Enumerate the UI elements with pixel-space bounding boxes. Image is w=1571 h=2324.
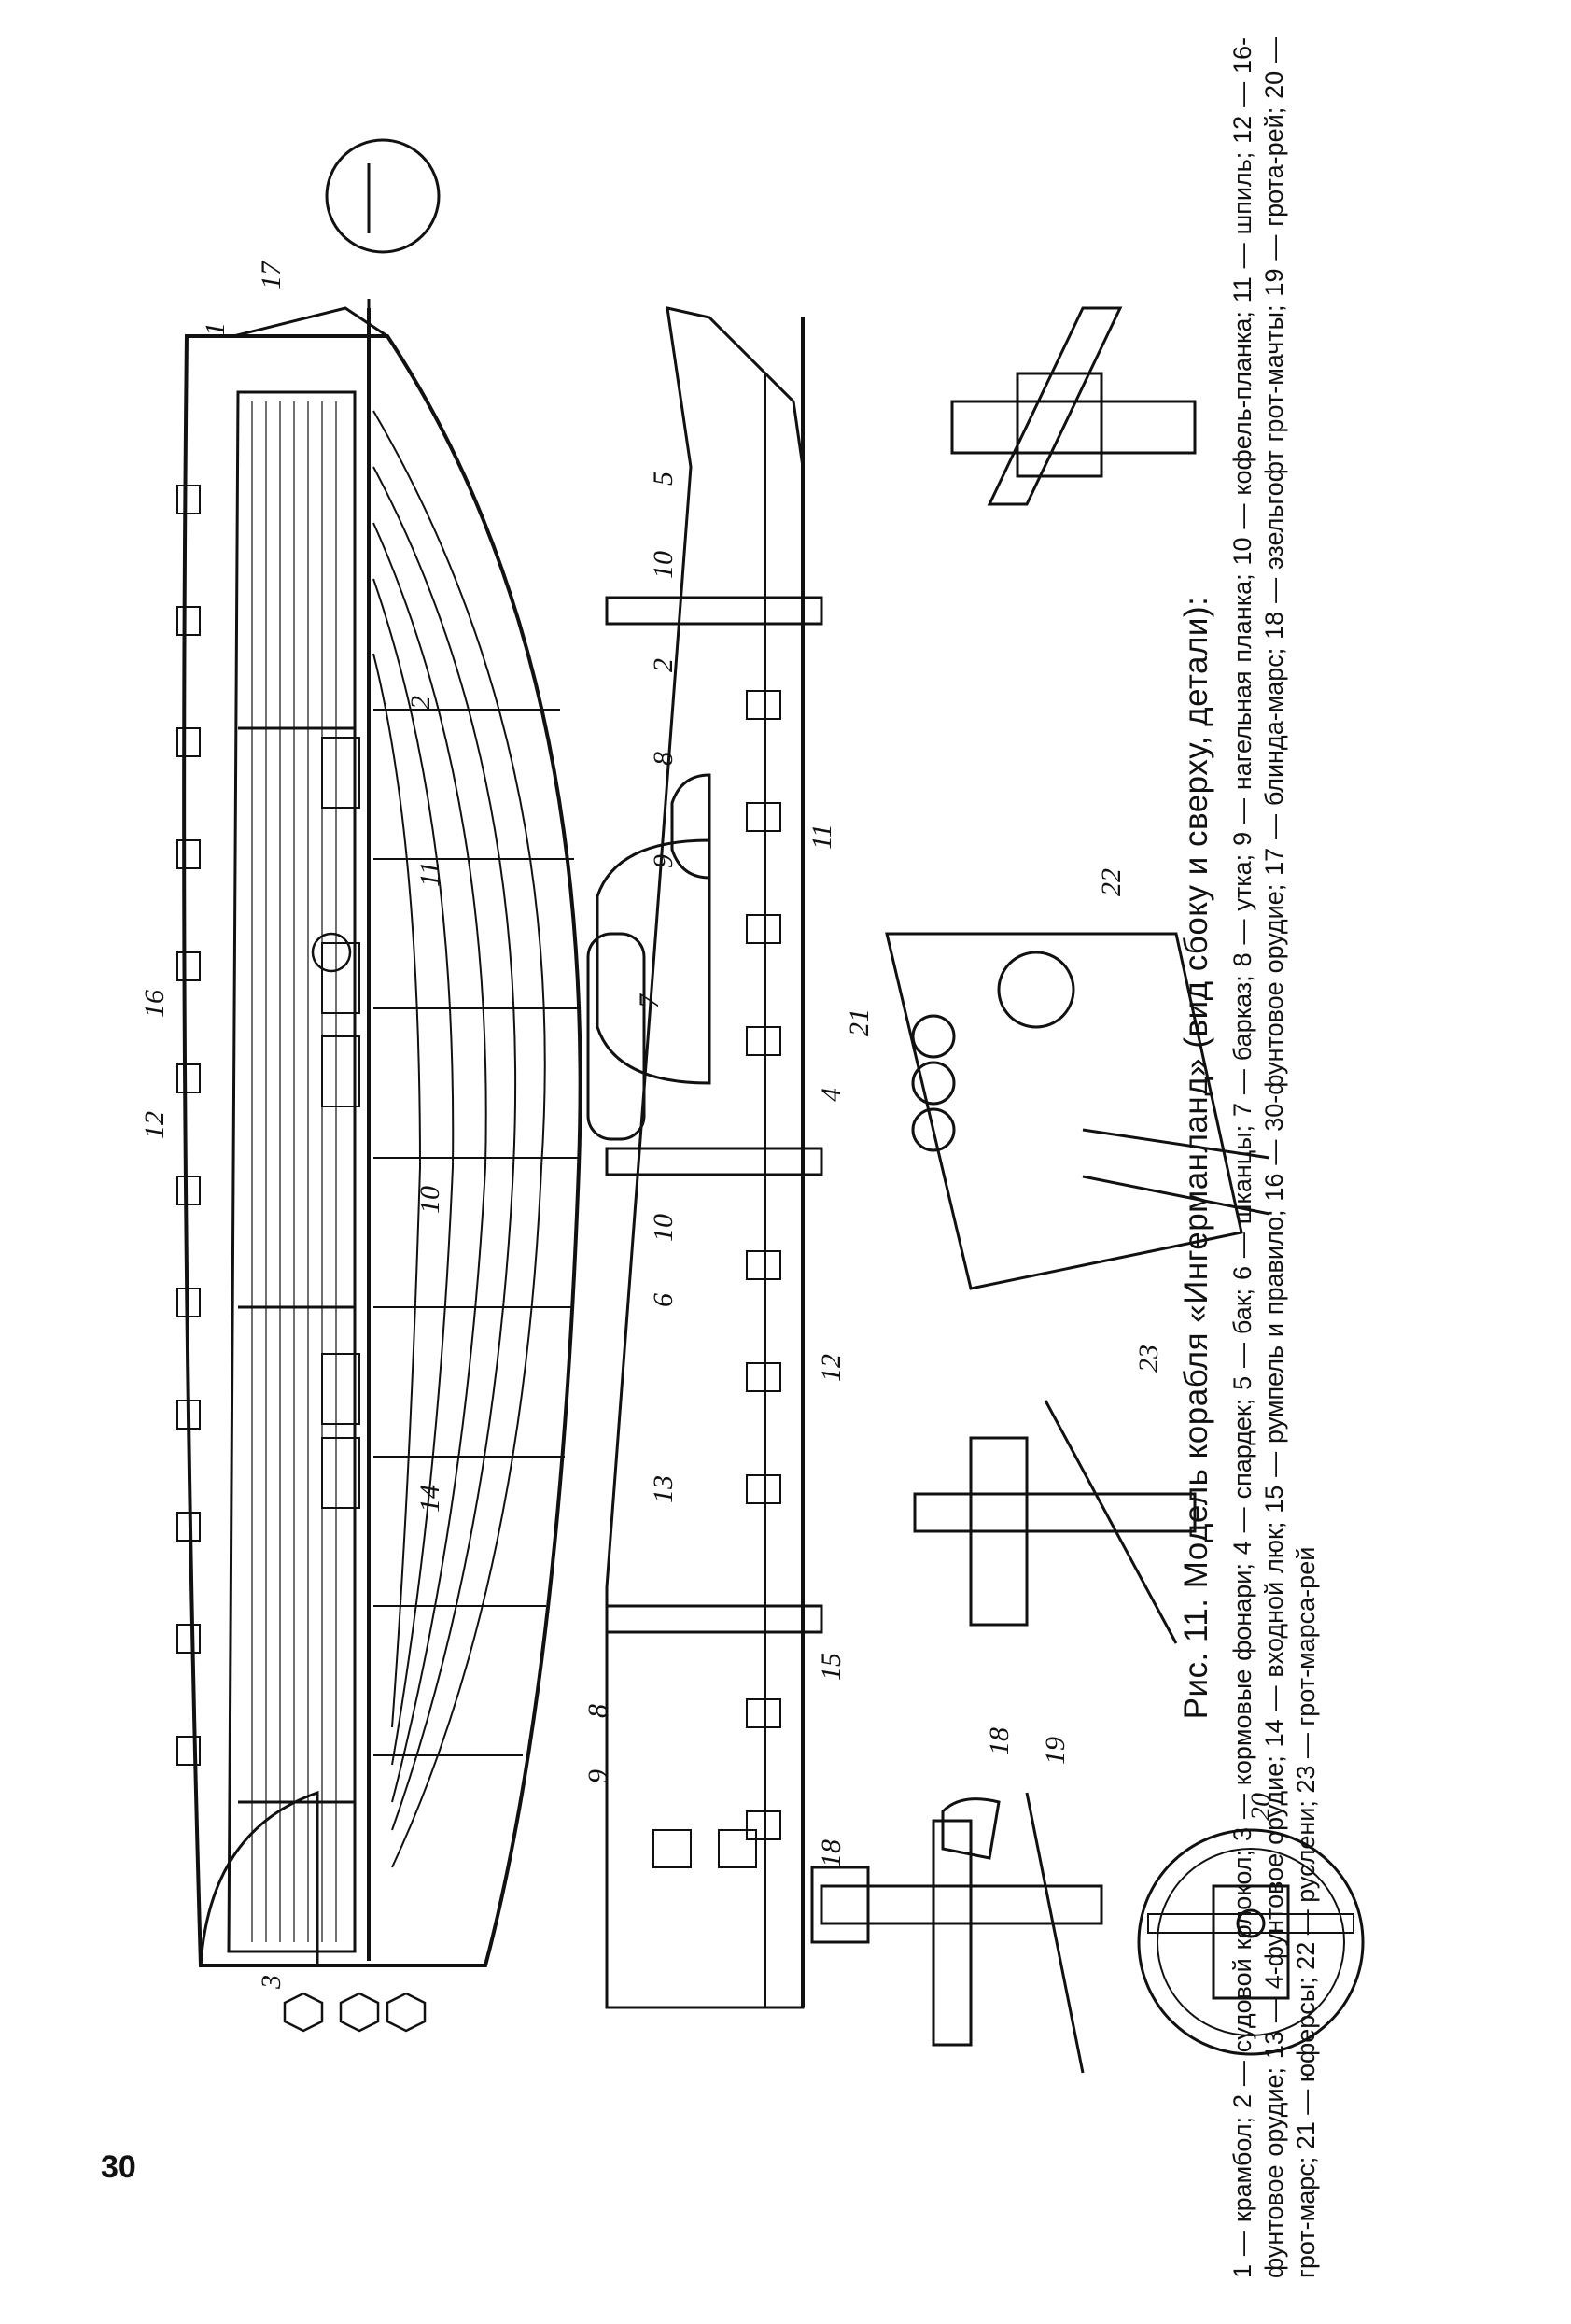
- callout-20: 20: [1245, 1793, 1276, 1821]
- callout-10-side-b: 10: [648, 1214, 679, 1242]
- detail-drawings: [810, 306, 1365, 2074]
- callout-11-top: 11: [414, 861, 445, 887]
- main-top-detail: [1137, 1828, 1365, 2056]
- caption-title: Рис. 11. Модель корабля «Ингерманланд» (…: [1178, 596, 1214, 1720]
- callout-9-side-a: 9: [648, 854, 679, 868]
- callout-8-side-a: 8: [648, 752, 679, 766]
- hatch-gratings: [321, 737, 360, 1509]
- callout-21: 21: [844, 1008, 875, 1036]
- yard-crossing-detail: [950, 306, 1197, 506]
- callout-23: 23: [1133, 1345, 1164, 1373]
- callout-9-side-b: 9: [582, 1769, 613, 1783]
- caption-legend: 1 — крамбол; 2 — судовой колокол; 3 — ко…: [1228, 37, 1320, 2278]
- callout-3: 3: [256, 1975, 287, 1990]
- hull-lines: [372, 410, 579, 1868]
- deck-side-view: [586, 306, 823, 2009]
- callout-19: 19: [1040, 1737, 1071, 1765]
- callout-2-top: 2: [405, 696, 436, 710]
- page-number: 30: [101, 2149, 136, 2185]
- callout-17: 17: [256, 260, 287, 289]
- callout-11-side: 11: [807, 824, 837, 850]
- deadeyes-detail: [885, 932, 1270, 1290]
- callout-1: 1: [200, 322, 231, 336]
- callout-2-side: 2: [648, 658, 679, 672]
- callout-7: 7: [634, 993, 665, 1008]
- callout-10-side-a: 10: [648, 551, 679, 579]
- callout-18-a: 18: [984, 1727, 1015, 1755]
- mast-cap-detail: [810, 1792, 1103, 2074]
- callout-22: 22: [1096, 868, 1127, 896]
- longboat-icon: [596, 838, 711, 1085]
- deck-guns: [746, 690, 781, 1840]
- callout-18-b: 18: [816, 1839, 847, 1867]
- callout-10-top: 10: [414, 1186, 445, 1214]
- callout-13: 13: [648, 1475, 679, 1503]
- callout-15: 15: [816, 1653, 847, 1681]
- stern-windows: [652, 1829, 757, 1868]
- callout-4: 4: [816, 1088, 847, 1102]
- callout-12-side: 12: [816, 1354, 847, 1382]
- callout-16: 16: [139, 990, 170, 1018]
- hull-top-view: [176, 138, 582, 2033]
- bowsprit-top-icon: [325, 138, 441, 254]
- deck-planking: [251, 401, 337, 1942]
- figure-caption: Рис. 11. Модель корабля «Ингерманланд» (…: [1176, 37, 1419, 2278]
- callout-5: 5: [648, 472, 679, 486]
- callout-14: 14: [414, 1485, 445, 1513]
- callout-12-top: 12: [139, 1111, 170, 1139]
- mast-rails: [605, 596, 823, 1634]
- stern-lanterns: [283, 1992, 427, 2033]
- topsail-yard-detail: [913, 1400, 1197, 1644]
- callout-8-side-b: 8: [582, 1704, 613, 1718]
- callout-labels: 1 17 2 11 16 12 10 14 3 5 10 2 8 9 11 7 …: [139, 260, 1276, 1990]
- gun-ports: [176, 485, 201, 1766]
- callout-6: 6: [648, 1293, 679, 1307]
- capstan-icon: [311, 932, 352, 973]
